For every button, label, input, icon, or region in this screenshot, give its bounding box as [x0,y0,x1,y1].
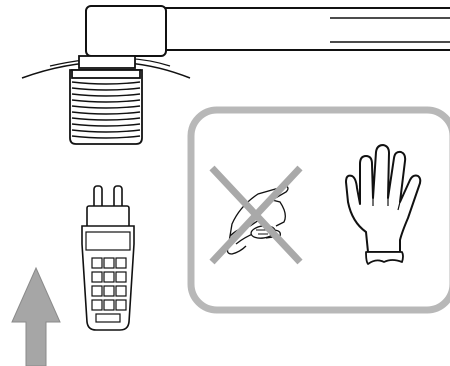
insert-arrow-icon [11,266,61,366]
fixture-arm [165,7,450,51]
prohibited-cross-icon [209,165,303,265]
bulb-grid [85,231,131,323]
fixture-arm-inner-line [330,17,450,43]
socket-top-ring [71,69,141,79]
bulb-glass [81,225,135,331]
glove-icon [345,144,422,265]
socket-icon [69,55,143,145]
bulb-base [86,205,130,229]
glove-cuff [365,251,404,265]
socket-neck [78,55,136,69]
fixture-housing [85,5,167,57]
socket-thread-lines [71,81,141,139]
bulb-icon [81,185,135,331]
